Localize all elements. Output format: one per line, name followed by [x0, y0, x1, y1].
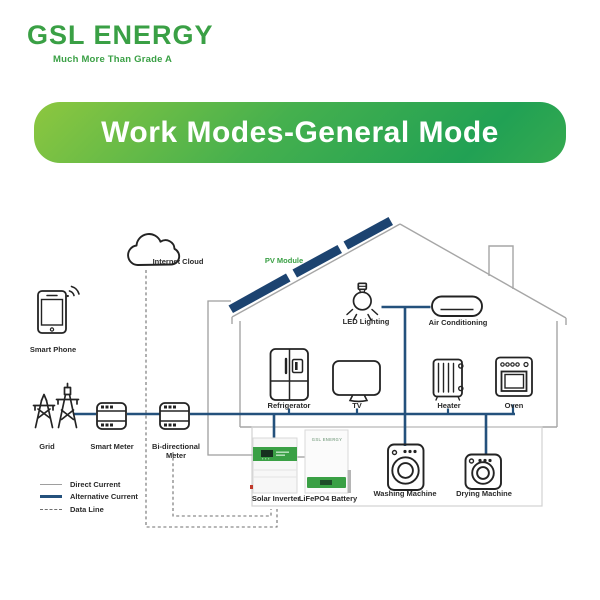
led-lighting-label: LED Lighting: [342, 317, 390, 326]
drying-machine-label: Drying Machine: [456, 489, 512, 498]
led-bulb-icon: [346, 282, 379, 321]
smart-meter-icon: [96, 402, 127, 430]
tv-label: TV: [352, 400, 362, 410]
legend-row-alternative-current: Alternative Current: [40, 491, 138, 504]
oven-icon: [495, 356, 533, 397]
data-line-swatch: [40, 508, 62, 510]
data-lines: [145, 270, 278, 528]
refrigerator-icon: [269, 348, 309, 401]
grid-icon: [32, 382, 80, 429]
house-outline: [231, 223, 567, 428]
solar-inverter-label: Solar Inverter: [251, 494, 301, 503]
heater-label: Heater: [437, 400, 461, 410]
wifi-icon: [66, 285, 80, 298]
pv-module-label: PV Module: [264, 256, 304, 265]
ac-lines: [74, 305, 515, 455]
legend-label: Direct Current: [70, 479, 121, 489]
solar-inverter-icon: [250, 437, 298, 494]
battery-icon: [304, 429, 351, 494]
air-conditioner-icon: [431, 295, 483, 317]
battery-brand-text: GSL ENERGY: [311, 437, 343, 442]
legend-label: Data Line: [70, 504, 104, 514]
bidirectional-meter-label: Bi-directional Meter: [152, 442, 200, 461]
brand-logo: GSL ENERGY Much More Than Grade A: [27, 20, 214, 65]
brand-title: GSL ENERGY: [27, 20, 214, 50]
pv-module-panels: [228, 217, 393, 313]
title-banner: Work Modes-General Mode: [34, 102, 566, 163]
legend-row-data-line: Data Line: [40, 503, 138, 516]
washing-machine-icon: [387, 443, 425, 491]
oven-label: Oven: [504, 400, 524, 410]
heater-icon: [432, 358, 464, 401]
drying-machine-icon: [464, 453, 502, 490]
legend: Direct Current Alternative Current Data …: [40, 478, 138, 516]
utility-room-outline: [251, 426, 543, 507]
page-title: Work Modes-General Mode: [101, 115, 499, 149]
brand-tagline: Much More Than Grade A: [53, 54, 173, 65]
legend-row-direct-current: Direct Current: [40, 478, 138, 491]
smart-phone-icon: [37, 285, 80, 334]
legend-label: Alternative Current: [70, 492, 138, 502]
smart-meter-label: Smart Meter: [90, 442, 134, 451]
dc-lines: [207, 300, 305, 458]
tv-icon: [332, 360, 381, 403]
refrigerator-label: Refrigerator: [267, 400, 311, 410]
washing-machine-label: Washing Machine: [373, 489, 437, 498]
cloud-icon: [127, 233, 181, 266]
battery-label: LiFePO4 Battery: [298, 494, 358, 503]
inverter-red-switch: [250, 485, 253, 489]
air-conditioning-label: Air Conditioning: [428, 318, 488, 327]
grid-label: Grid: [39, 442, 55, 451]
smart-phone-label: Smart Phone: [29, 345, 77, 354]
bidirectional-meter-icon: [159, 402, 190, 430]
internet-cloud-label: Internet Cloud: [152, 257, 204, 266]
dc-line-swatch: [40, 483, 62, 485]
ac-line-swatch: [40, 495, 62, 499]
